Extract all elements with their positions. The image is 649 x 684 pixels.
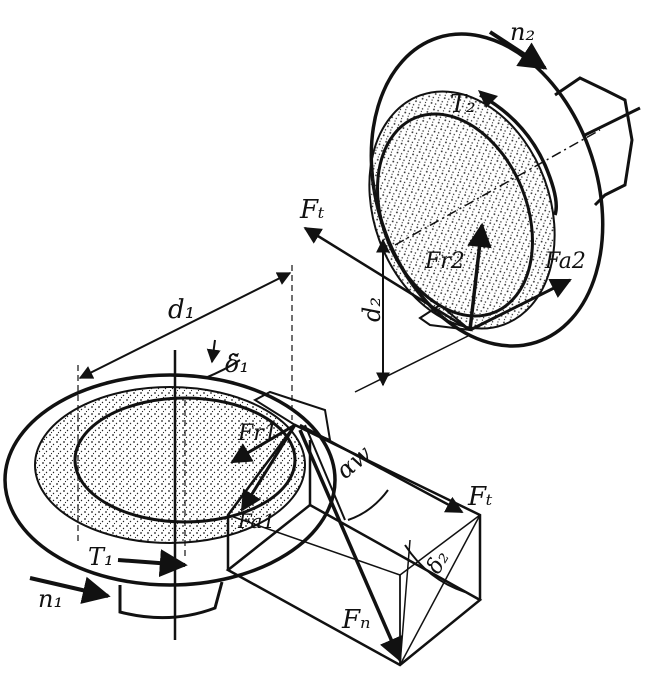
upper-gear-hub [554,76,634,207]
dimension-d1-line [78,272,292,379]
torque-arrow-t2-head [478,90,498,108]
label-n1: n₁ [38,585,63,613]
force-box-edges [226,423,482,600]
label-t1: T₁ [88,543,114,571]
force-arrow-fa2 [469,278,572,332]
dimension-d2-ext [354,334,471,393]
lower-gear-hub [118,581,224,620]
force-arrow-fn-2 [304,424,346,521]
upper-gear-shaft [584,106,641,137]
label-d2: d₂ [358,297,386,322]
force-box-diag-2 [399,514,481,576]
label-t2: T₂ [450,90,476,118]
label-fa2: Fa2 [544,249,586,274]
label-ft-upper: Fₜ [299,195,325,225]
label-fr2: Fr2 [424,249,465,274]
label-delta1: δ̃₁ [225,350,249,378]
force-arrow-fn [298,429,403,663]
torque-arrow-t2 [479,93,558,216]
force-arrow-fr2 [467,222,492,331]
force-box-diag-3 [227,514,401,576]
force-arrow-fa1 [240,424,297,512]
angle-delta2-arc [404,544,466,593]
label-fr1: Fr1 [237,421,278,446]
label-fn: Fₙ [341,605,371,635]
labels: n₂ T₂ Fₜ Fr2 Fa2 d₂ d₁ δ̃₁ Fr1 αw Fₜ Fa1… [38,18,586,635]
angle-alpha-w-arc [347,489,389,521]
rotation-arrow-n2 [488,30,548,70]
upper-gear-axis [394,129,601,246]
lower-contact-wedge [253,390,332,442]
torque-arrow-t1 [117,549,188,578]
force-arrow-ft-lower [299,423,464,514]
label-d1: d₁ [168,295,195,325]
force-box-diag-4 [399,514,481,666]
force-arrow-fr1 [230,423,296,464]
rotation-arrow-n1 [29,576,111,604]
upper-gear [303,30,641,393]
label-n2: n₂ [510,18,535,46]
angle-delta1-arrow [206,339,221,364]
force-box [225,423,483,667]
angle-delta1-arc [204,359,241,379]
label-fa1: Fa1 [237,509,275,533]
label-delta2: δ₂ [422,547,455,579]
label-ft-lower: Fₜ [467,482,493,512]
upper-contact-wedge [418,303,474,332]
